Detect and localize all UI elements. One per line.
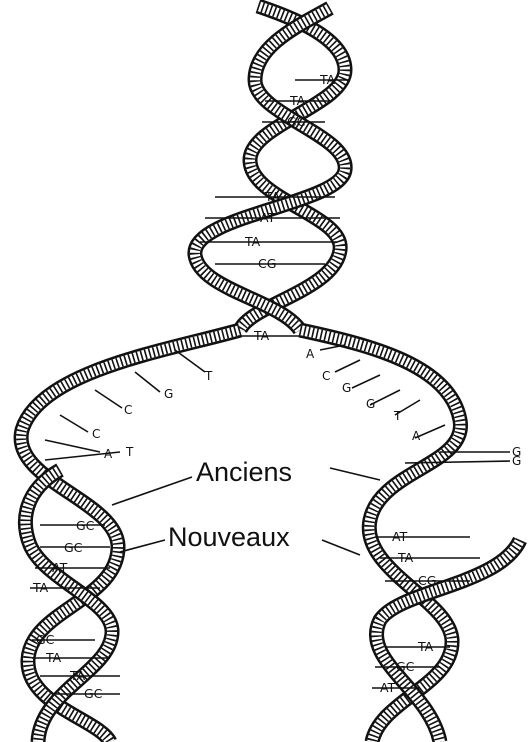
- top-pair-3: GC: [287, 114, 306, 129]
- top-pair-2: TA: [289, 93, 306, 108]
- left-pair-5: GC: [36, 632, 55, 647]
- left-pair-4: TA: [32, 580, 49, 595]
- right-pair-2: TA: [397, 550, 414, 565]
- top-pair-1: TA: [319, 72, 336, 87]
- top-pair-7: CG: [258, 256, 276, 271]
- left-pair-8: GC: [84, 686, 103, 701]
- right-pair-3: CG: [418, 573, 436, 588]
- left-base-3: C: [124, 403, 132, 417]
- top-pair-5: AT: [260, 210, 276, 225]
- right-base-2: C: [322, 369, 330, 383]
- right-base-8: G: [512, 454, 521, 468]
- left-pair-1: GC: [76, 518, 95, 533]
- left-base-1: T: [204, 369, 213, 383]
- left-base-5: A: [104, 447, 113, 461]
- left-base-6: T: [125, 445, 134, 459]
- right-base-1: A: [306, 347, 315, 361]
- legend-labels: Anciens Nouveaux: [112, 457, 380, 555]
- top-pair-6: TA: [244, 234, 261, 249]
- right-base-5: T: [393, 409, 402, 423]
- left-pair-6: TA: [45, 650, 62, 665]
- left-pair-7: TA: [69, 668, 86, 683]
- right-base-3: G: [342, 381, 351, 395]
- left-pair-3: AT: [52, 560, 68, 575]
- right-pair-6: AT: [380, 680, 396, 695]
- label-nouveaux: Nouveaux: [168, 522, 290, 552]
- right-pair-1: AT: [392, 529, 408, 544]
- right-daughter-helix: [300, 330, 520, 742]
- top-pair-4: TA: [264, 189, 281, 204]
- left-base-2: G: [164, 387, 173, 401]
- left-base-4: C: [92, 427, 100, 441]
- top-pair-8: TA: [253, 328, 270, 343]
- right-base-6: A: [412, 429, 421, 443]
- right-pair-4: TA: [417, 639, 434, 654]
- right-pair-5: GC: [396, 659, 415, 674]
- parent-helix: [195, 6, 345, 330]
- left-pair-2: GC: [64, 540, 83, 555]
- right-base-4: G: [366, 397, 375, 411]
- label-anciens: Anciens: [196, 457, 292, 487]
